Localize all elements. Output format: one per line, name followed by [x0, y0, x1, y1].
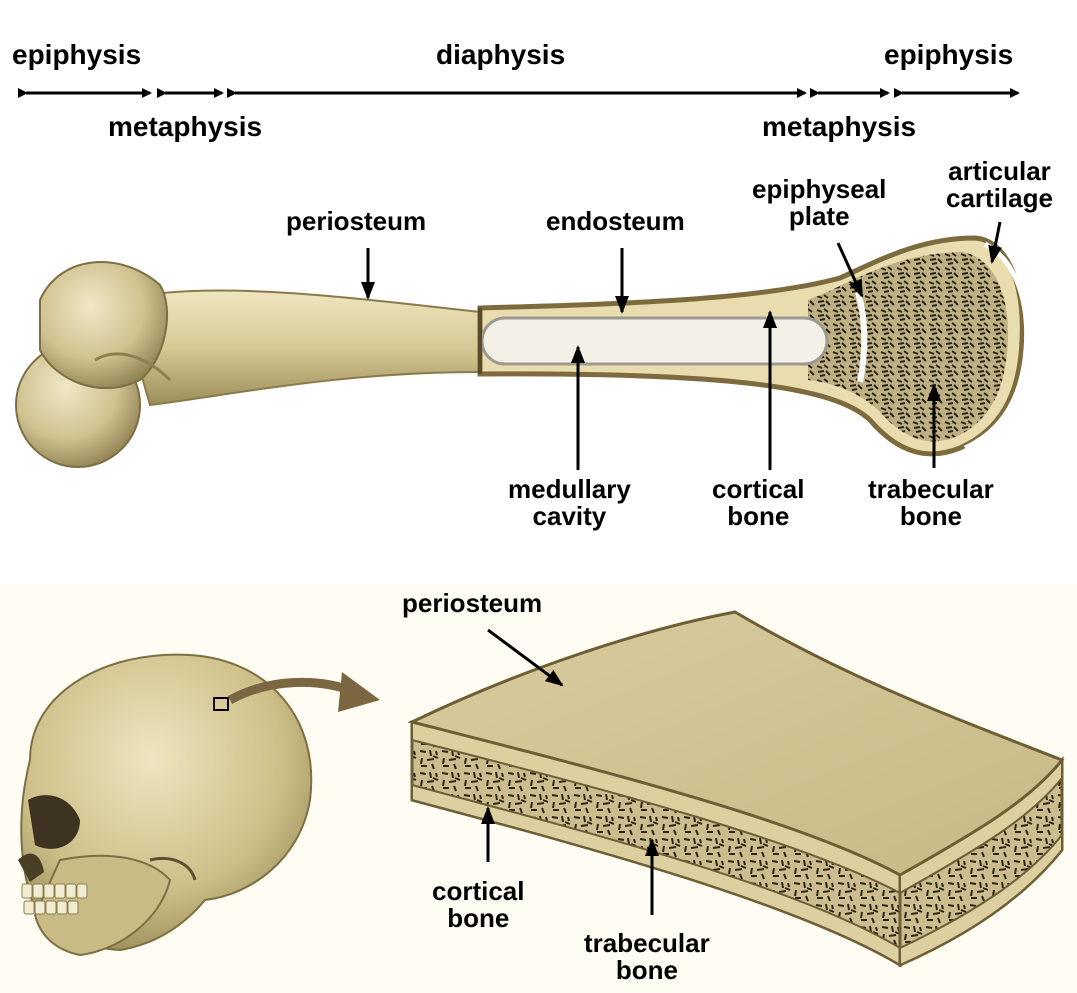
- label-articular-cartilage: articular cartilage: [946, 158, 1053, 213]
- label-epiphyseal-plate: epiphyseal plate: [752, 176, 886, 231]
- label-cortical-bone: cortical bone: [712, 476, 805, 531]
- label-metaphysis-right: metaphysis: [762, 112, 916, 141]
- label-trabecular-bone: trabecular bone: [868, 476, 994, 531]
- label-diaphysis: diaphysis: [436, 40, 565, 69]
- long-bone: [16, 238, 1027, 467]
- label-epiphysis-left: epiphysis: [12, 40, 141, 69]
- label-flat-cortical-bone: cortical bone: [432, 878, 525, 933]
- label-endosteum: endosteum: [546, 208, 685, 235]
- label-flat-periosteum: periosteum: [402, 590, 542, 617]
- label-medullary-cavity: medullary cavity: [508, 476, 631, 531]
- label-flat-trabecular-bone: trabecular bone: [584, 930, 710, 985]
- label-epiphysis-right: epiphysis: [884, 40, 1013, 69]
- label-periosteum: periosteum: [286, 208, 426, 235]
- label-metaphysis-left: metaphysis: [108, 112, 262, 141]
